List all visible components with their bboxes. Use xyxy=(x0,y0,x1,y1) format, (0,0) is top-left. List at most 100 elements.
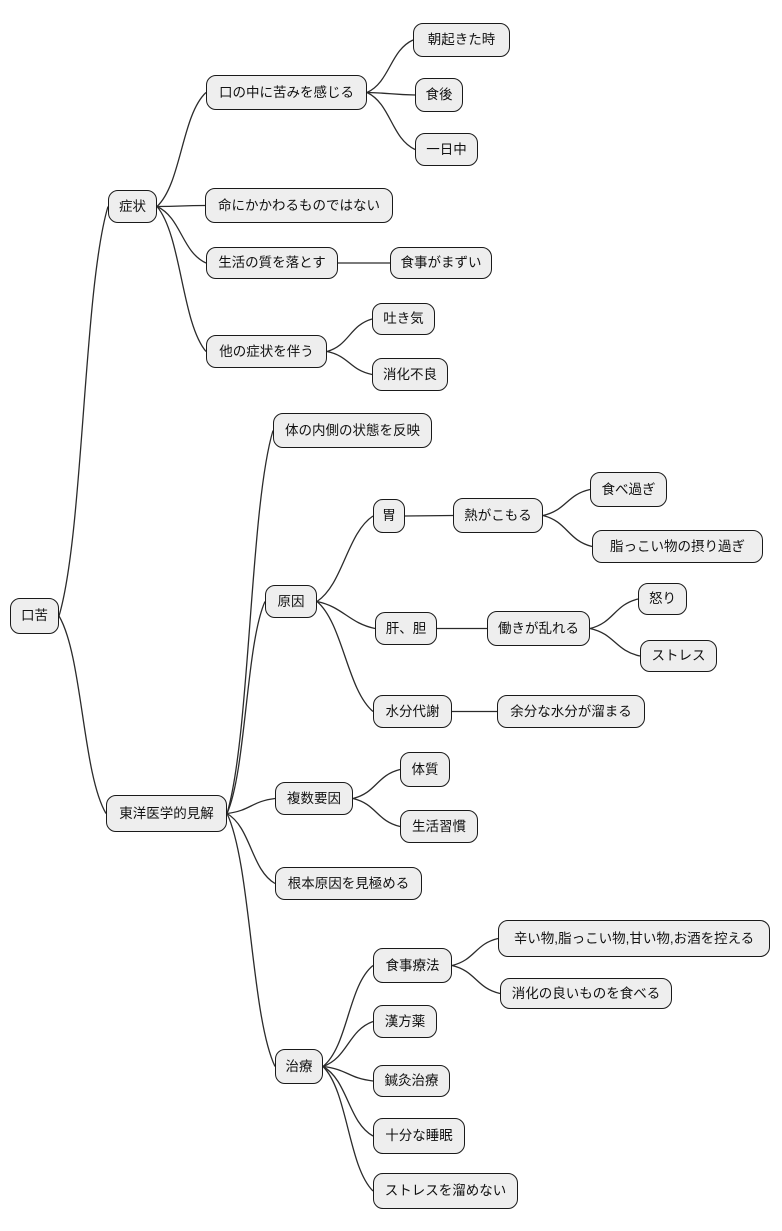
edge-stomach-heat-builds xyxy=(404,514,454,517)
edge-root-eastern-view xyxy=(58,615,107,814)
mindmap-node-acupuncture: 鍼灸治療 xyxy=(373,1065,450,1097)
edge-symptoms-other-symptoms xyxy=(156,206,207,352)
node-label-constitution: 体質 xyxy=(411,761,439,777)
mindmap-node-constitution: 体質 xyxy=(400,752,450,787)
edge-symptoms-not-life-threat xyxy=(156,204,206,208)
edge-eastern-view-causes xyxy=(226,601,266,814)
node-label-no-stress: ストレスを溜めない xyxy=(384,1183,507,1199)
mindmap-node-liver-gall: 肝、胆 xyxy=(375,612,437,645)
node-label-lowers-qol: 生活の質を落とす xyxy=(218,255,326,271)
mindmap-node-symptoms: 症状 xyxy=(108,190,157,223)
node-label-enough-sleep: 十分な睡眠 xyxy=(385,1128,453,1144)
node-label-overeating: 食べ過ぎ xyxy=(601,481,656,497)
node-label-causes: 原因 xyxy=(277,593,305,609)
node-label-disturbed-func: 働きが乱れる xyxy=(498,620,579,636)
node-label-acupuncture: 鍼灸治療 xyxy=(384,1073,439,1089)
node-label-all-day: 一日中 xyxy=(426,141,467,157)
edge-treatment-no-stress xyxy=(322,1066,374,1192)
edge-multi-factors-lifestyle xyxy=(352,797,401,828)
mindmap-node-multi-factors: 複数要因 xyxy=(275,782,353,815)
mindmap-node-treatment: 治療 xyxy=(275,1049,323,1084)
mindmap-node-food-tastes-bad: 食事がまずい xyxy=(390,247,492,279)
node-label-find-root-cause: 根本原因を見極める xyxy=(287,875,410,891)
node-label-other-symptoms: 他の症状を伴う xyxy=(219,343,314,359)
mindmap-node-diet-therapy: 食事療法 xyxy=(373,948,452,983)
node-label-heat-builds: 熱がこもる xyxy=(464,507,532,523)
mindmap-node-lowers-qol: 生活の質を落とす xyxy=(206,247,338,279)
node-label-stress: ストレス xyxy=(651,648,706,664)
mindmap-node-inner-state: 体の内側の状態を反映 xyxy=(273,413,432,448)
node-label-fatty-foods: 脂っこい物の摂り過ぎ xyxy=(610,538,745,554)
mindmap-node-enough-sleep: 十分な睡眠 xyxy=(373,1118,465,1154)
node-label-indigestion: 消化不良 xyxy=(383,366,437,382)
edge-symptoms-bitter-in-mouth xyxy=(156,92,207,207)
node-label-lifestyle: 生活習慣 xyxy=(412,818,466,834)
mindmap-node-avoid-foods: 辛い物,脂っこい物,甘い物,お酒を控える xyxy=(498,920,770,957)
node-label-liver-gall: 肝、胆 xyxy=(385,620,427,636)
mindmap-node-after-meal: 食後 xyxy=(415,78,463,112)
edge-causes-liver-gall xyxy=(316,600,376,630)
node-label-symptoms: 症状 xyxy=(119,198,146,214)
edge-bitter-in-mouth-all-day xyxy=(366,91,416,151)
mindmap-node-indigestion: 消化不良 xyxy=(372,358,448,391)
node-label-eastern-view: 東洋医学的見解 xyxy=(119,805,214,821)
edge-symptoms-lowers-qol xyxy=(156,205,207,264)
node-label-diet-therapy: 食事療法 xyxy=(385,957,440,973)
node-label-bitter-in-mouth: 口の中に苦みを感じる xyxy=(219,84,354,100)
node-label-eat-digestible: 消化の良いものを食べる xyxy=(511,985,661,1001)
mindmap-node-disturbed-func: 働きが乱れる xyxy=(487,611,590,646)
node-label-excess-water: 余分な水分が溜まる xyxy=(510,703,632,719)
node-label-food-tastes-bad: 食事がまずい xyxy=(400,255,482,271)
edge-disturbed-func-stress xyxy=(589,627,641,657)
edge-eastern-view-treatment xyxy=(226,813,276,1067)
edge-diet-therapy-eat-digestible xyxy=(451,964,501,995)
node-label-treatment: 治療 xyxy=(285,1058,313,1074)
edge-eastern-view-find-root-cause xyxy=(226,812,276,885)
mindmap-node-root: 口苦 xyxy=(10,598,59,634)
mindmap-node-heat-builds: 熱がこもる xyxy=(453,498,543,533)
edge-eastern-view-multi-factors xyxy=(226,797,276,815)
edge-treatment-diet-therapy xyxy=(322,964,374,1068)
node-label-avoid-foods: 辛い物,脂っこい物,甘い物,お酒を控える xyxy=(513,930,755,946)
mindmap-node-morning: 朝起きた時 xyxy=(413,23,510,57)
mindmap-node-water-metab: 水分代謝 xyxy=(373,695,452,728)
edge-other-symptoms-nausea xyxy=(326,318,373,353)
edge-disturbed-func-anger xyxy=(589,598,639,630)
node-label-not-life-threat: 命にかかわるものではない xyxy=(218,197,380,213)
node-label-after-meal: 食後 xyxy=(425,87,453,103)
edge-heat-builds-fatty-foods xyxy=(542,514,593,548)
mindmap-node-stress: ストレス xyxy=(640,640,717,672)
mindmap-node-stomach: 胃 xyxy=(373,499,405,533)
edge-eastern-view-inner-state xyxy=(226,430,274,814)
edge-heat-builds-overeating xyxy=(542,488,591,517)
node-label-kampo: 漢方薬 xyxy=(384,1013,426,1029)
mindmap-node-no-stress: ストレスを溜めない xyxy=(373,1173,518,1209)
edge-bitter-in-mouth-after-meal xyxy=(366,91,416,96)
node-label-morning: 朝起きた時 xyxy=(427,32,496,48)
edge-diet-therapy-avoid-foods xyxy=(451,937,499,967)
node-label-stomach: 胃 xyxy=(382,508,396,524)
node-label-nausea: 吐き気 xyxy=(383,311,424,327)
mindmap-node-kampo: 漢方薬 xyxy=(373,1005,437,1038)
edge-other-symptoms-indigestion xyxy=(326,350,373,376)
mindmap-node-lifestyle: 生活習慣 xyxy=(400,810,478,843)
mindmap-node-anger: 怒り xyxy=(638,583,687,615)
mindmap-node-all-day: 一日中 xyxy=(415,133,478,166)
edge-root-symptoms xyxy=(58,206,109,617)
mindmap-node-causes: 原因 xyxy=(265,585,317,618)
node-label-water-metab: 水分代謝 xyxy=(385,703,440,719)
edge-treatment-acupuncture xyxy=(322,1065,374,1082)
node-label-multi-factors: 複数要因 xyxy=(287,790,341,806)
node-label-root: 口苦 xyxy=(21,608,48,624)
edge-causes-stomach xyxy=(316,515,374,603)
mindmap-node-eat-digestible: 消化の良いものを食べる xyxy=(500,978,672,1009)
edge-treatment-kampo xyxy=(322,1020,374,1068)
mindmap-node-other-symptoms: 他の症状を伴う xyxy=(206,335,327,368)
mindmap-node-overeating: 食べ過ぎ xyxy=(590,472,667,507)
edge-causes-water-metab xyxy=(316,601,374,712)
edge-treatment-enough-sleep xyxy=(322,1065,374,1137)
mindmap-node-find-root-cause: 根本原因を見極める xyxy=(275,867,422,900)
mindmap-node-bitter-in-mouth: 口の中に苦みを感じる xyxy=(206,75,367,110)
